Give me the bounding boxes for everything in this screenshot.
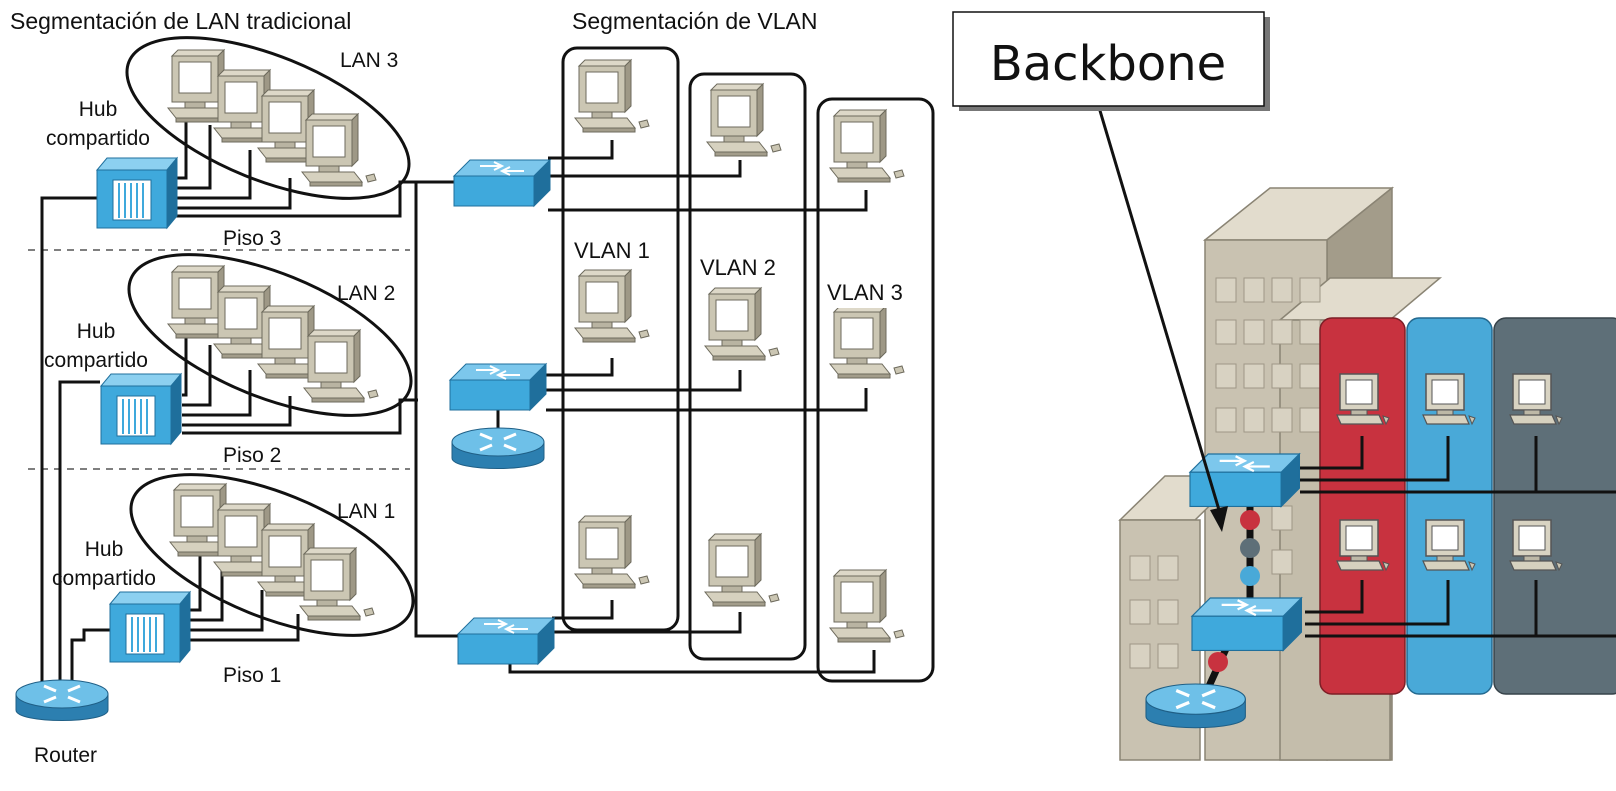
computer-icon <box>299 547 375 621</box>
computer-icon <box>829 305 905 379</box>
vlan-3-group <box>816 97 935 683</box>
vlan-label: VLAN 1 <box>574 238 650 263</box>
vlan-blue-column <box>1406 317 1493 695</box>
traditional-lan-section: Segmentación de LAN tradicional <box>10 8 418 767</box>
lan-3-ellipse <box>125 36 411 200</box>
computer-icon <box>829 109 905 183</box>
traditional-title: Segmentación de LAN tradicional <box>10 8 351 34</box>
lan-1-ellipse <box>129 473 415 637</box>
computer-icon <box>301 113 377 187</box>
switch-icon <box>1188 452 1301 508</box>
switch-icon <box>1190 596 1303 652</box>
router-label: Router <box>34 744 97 767</box>
lan-label: LAN 2 <box>337 282 395 305</box>
vlan-title: Segmentación de VLAN <box>572 8 818 34</box>
floor-3-group: LAN 3 Hub compartido Piso 3 <box>46 36 418 250</box>
hub-label-line1: Hub <box>77 320 116 343</box>
floor-2-group: LAN 2 Hub compartido Piso 2 <box>44 253 418 467</box>
backbone-callout-box <box>952 11 1265 107</box>
backbone-callout-label: Backbone <box>990 36 1226 92</box>
hub-label-line2: compartido <box>52 567 156 590</box>
switch-icon <box>457 617 555 665</box>
hub-label-line1: Hub <box>85 538 124 561</box>
backbone-links <box>1300 436 1616 638</box>
vlan-2-group <box>688 72 807 661</box>
floor-label: Piso 2 <box>223 444 281 467</box>
backbone-section: Backbone <box>952 11 1616 761</box>
vlan-label: VLAN 3 <box>827 280 903 305</box>
vlan-1-group <box>561 46 680 632</box>
switch-icon <box>453 159 551 207</box>
hub-label-line2: compartido <box>44 349 148 372</box>
computer-icon <box>303 329 379 403</box>
switch-icon <box>449 363 547 411</box>
hub-label-line2: compartido <box>46 127 150 150</box>
floor-1-group: LAN 1 Hub compartido Piso 1 <box>52 473 415 687</box>
router-icon <box>450 426 546 470</box>
vlan-links <box>508 140 876 674</box>
computer-icon <box>574 515 650 589</box>
router-icon <box>1144 682 1247 730</box>
computer-icon <box>706 83 782 157</box>
computer-icon <box>574 269 650 343</box>
floor-label: Piso 1 <box>223 664 281 687</box>
hub-icon <box>100 373 182 445</box>
vlan-red-column <box>1319 317 1406 695</box>
lan-2-ellipse <box>127 253 413 417</box>
lan-label: LAN 1 <box>337 500 395 523</box>
callout-pointer <box>1096 103 1224 521</box>
hub-icon <box>96 157 178 229</box>
computer-icon <box>704 287 780 361</box>
router-uplinks <box>40 196 112 690</box>
hub-icon <box>109 591 191 663</box>
computer-icon <box>704 533 780 607</box>
router-icon <box>14 678 110 722</box>
computer-icon <box>829 569 905 643</box>
floor-label: Piso 3 <box>223 227 281 250</box>
vlan-section: Segmentación de VLAN <box>414 8 935 683</box>
computer-icon <box>574 59 650 133</box>
vlan-label: VLAN 2 <box>700 255 776 280</box>
lan-label: LAN 3 <box>340 49 398 72</box>
hub-label-line1: Hub <box>79 98 118 121</box>
